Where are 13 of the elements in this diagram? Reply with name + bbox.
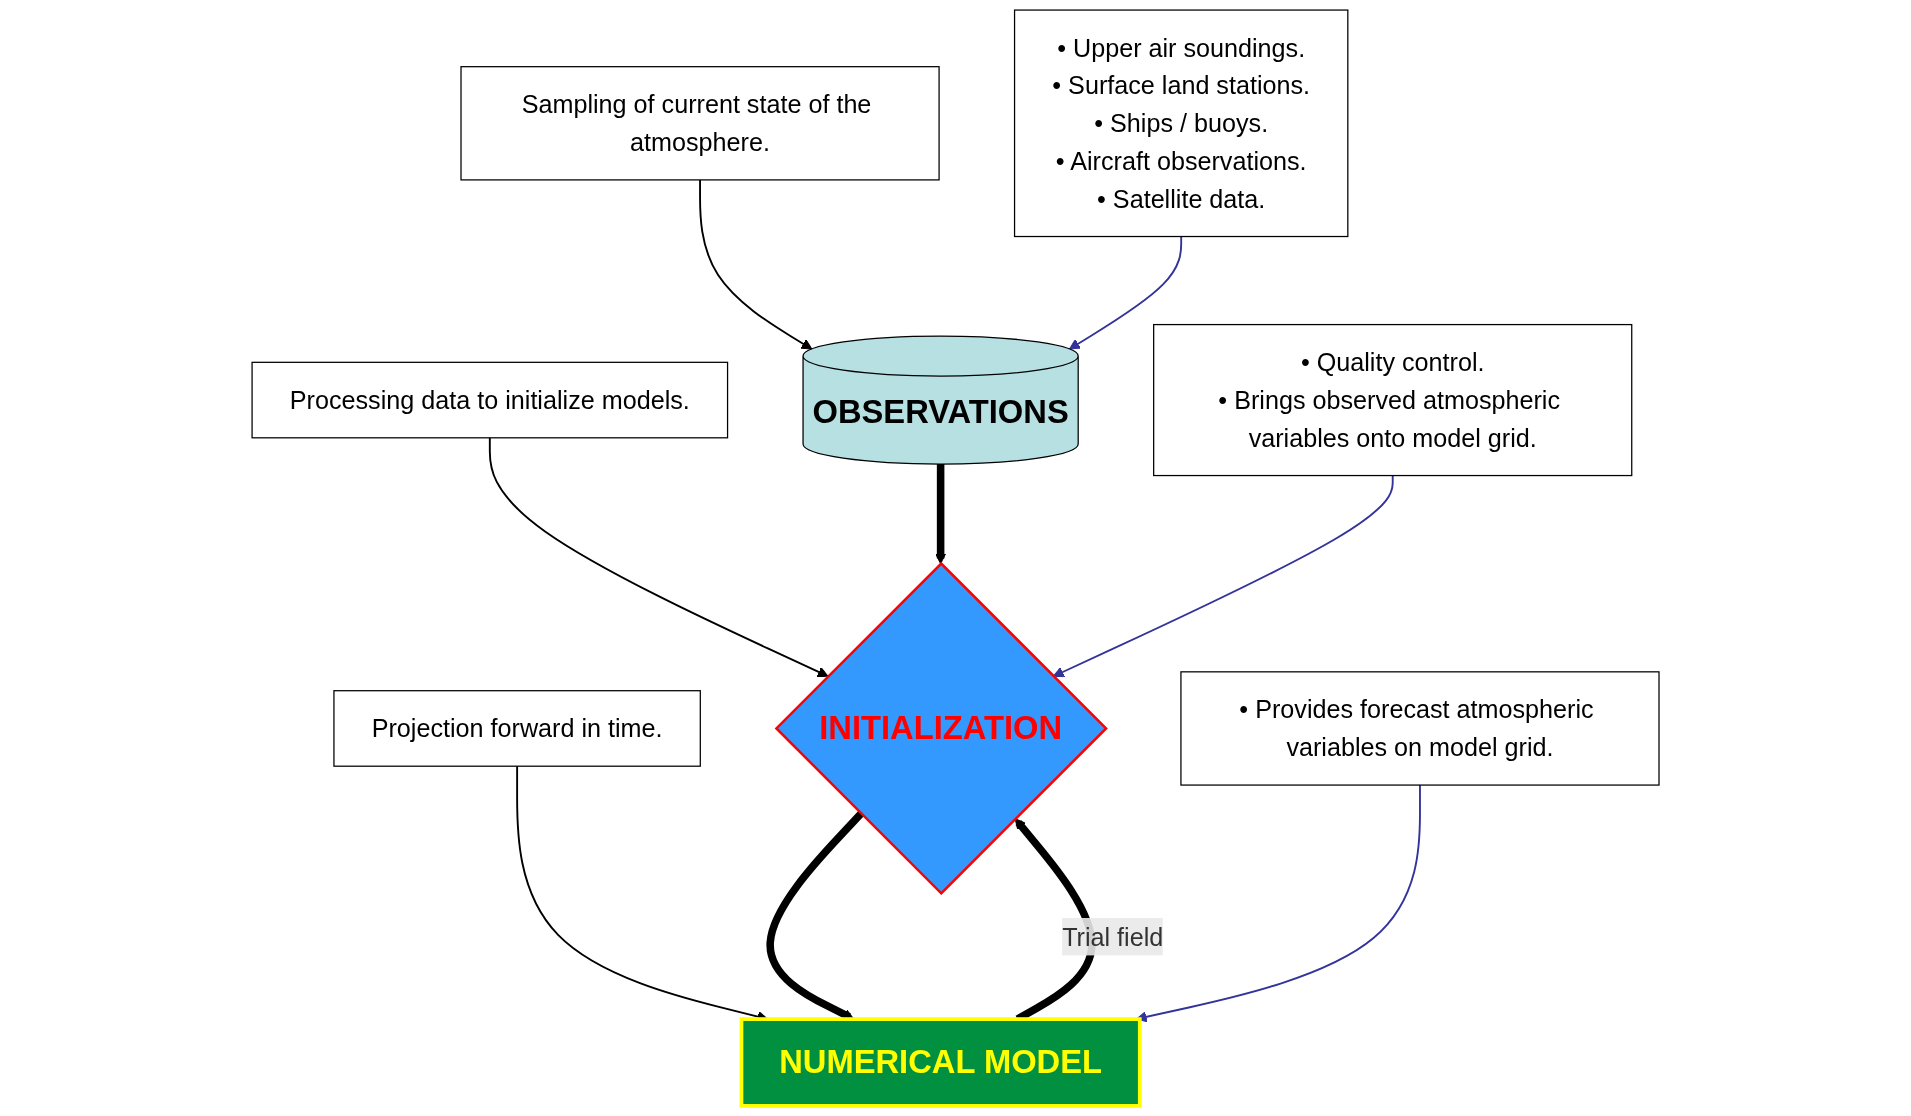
arrow [1068, 235, 1183, 350]
edge-label: Trial field [1062, 922, 1164, 951]
node-box: Projection forward in time. [333, 690, 701, 767]
arrow [1052, 474, 1394, 678]
node-diamond: INITIALIZATION [774, 561, 1108, 896]
node-box: NUMERICAL MODEL [739, 1017, 1142, 1108]
arrow [488, 436, 829, 678]
node-box: Processing data to initialize models. [251, 361, 729, 439]
node-box: • Upper air soundings. • Surface land stations. • Ships / buoys. • Aircraft observations. • Satellite data. [1013, 9, 1349, 238]
arrow [699, 178, 813, 350]
node-box: • Provides forecast atmospheric variables on model grid. [1180, 671, 1660, 786]
node-box: • Quality control. • Brings observed atmospheric variables onto model grid. [1153, 323, 1633, 477]
node-box: Sampling of current state of the atmosphere. [460, 66, 940, 181]
